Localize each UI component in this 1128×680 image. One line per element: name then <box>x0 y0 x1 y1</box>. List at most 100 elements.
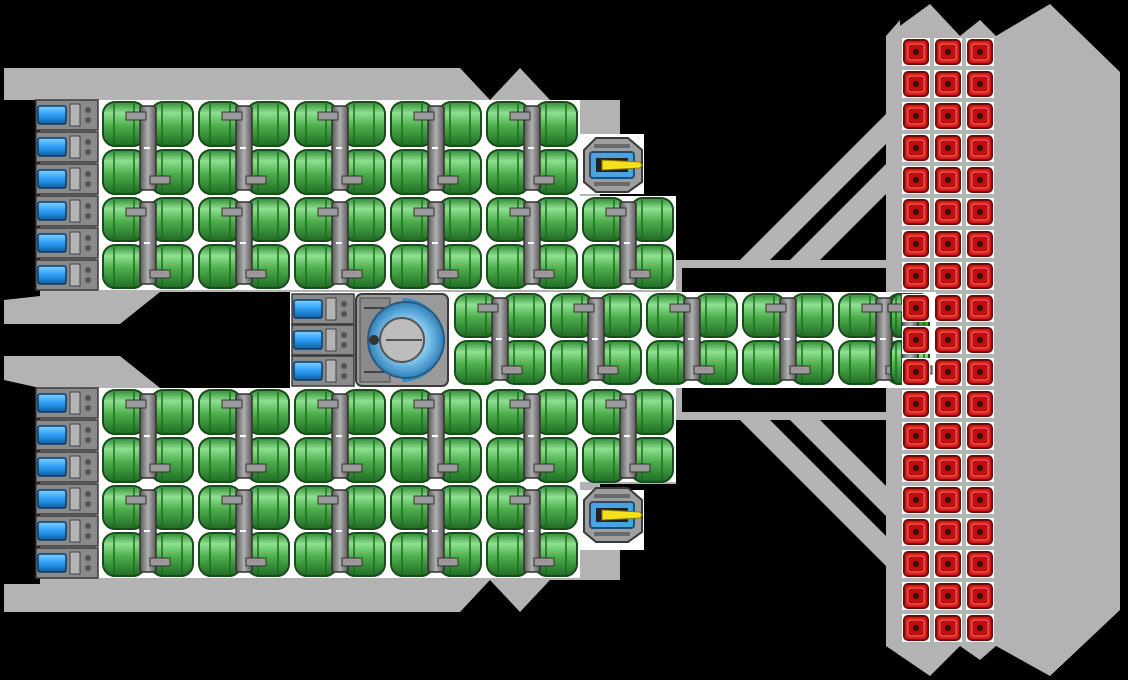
armor-block-icon[interactable] <box>966 134 994 162</box>
armor-block-icon[interactable] <box>966 70 994 98</box>
thruster-icon[interactable] <box>35 387 99 419</box>
thruster-icon[interactable] <box>35 163 99 195</box>
armor-block-icon[interactable] <box>902 326 930 354</box>
armor-block-icon[interactable] <box>966 582 994 610</box>
thruster-icon[interactable] <box>35 419 99 451</box>
fuel-tank-icon[interactable] <box>198 197 290 289</box>
armor-block-icon[interactable] <box>966 230 994 258</box>
fuel-tank-icon[interactable] <box>550 293 642 385</box>
armor-block-icon[interactable] <box>966 166 994 194</box>
fuel-tank-icon[interactable] <box>582 197 674 289</box>
armor-block-icon[interactable] <box>966 326 994 354</box>
armor-block-icon[interactable] <box>966 294 994 322</box>
turret-icon[interactable] <box>583 137 643 193</box>
armor-block-icon[interactable] <box>902 198 930 226</box>
fuel-tank-icon[interactable] <box>294 101 386 195</box>
reactor-core-icon[interactable] <box>355 293 449 387</box>
fuel-tank-icon[interactable] <box>198 101 290 195</box>
thruster-icon[interactable] <box>291 293 355 325</box>
fuel-tank-icon[interactable] <box>582 389 674 483</box>
armor-block-icon[interactable] <box>966 550 994 578</box>
thruster-icon[interactable] <box>35 259 99 291</box>
armor-block-icon[interactable] <box>934 390 962 418</box>
armor-block-icon[interactable] <box>966 454 994 482</box>
armor-block-icon[interactable] <box>902 262 930 290</box>
armor-block-icon[interactable] <box>934 518 962 546</box>
armor-block-icon[interactable] <box>934 134 962 162</box>
armor-block-icon[interactable] <box>966 518 994 546</box>
armor-block-icon[interactable] <box>934 550 962 578</box>
armor-block-icon[interactable] <box>934 38 962 66</box>
thruster-icon[interactable] <box>35 483 99 515</box>
armor-block-icon[interactable] <box>934 262 962 290</box>
fuel-tank-icon[interactable] <box>486 101 578 195</box>
armor-block-icon[interactable] <box>902 582 930 610</box>
fuel-tank-icon[interactable] <box>294 389 386 483</box>
armor-block-icon[interactable] <box>902 358 930 386</box>
armor-block-icon[interactable] <box>934 454 962 482</box>
armor-block-icon[interactable] <box>966 102 994 130</box>
armor-block-icon[interactable] <box>966 358 994 386</box>
fuel-tank-icon[interactable] <box>198 485 290 577</box>
fuel-tank-icon[interactable] <box>198 389 290 483</box>
fuel-tank-icon[interactable] <box>102 197 194 289</box>
armor-block-icon[interactable] <box>966 390 994 418</box>
fuel-tank-icon[interactable] <box>102 485 194 577</box>
thruster-icon[interactable] <box>35 131 99 163</box>
armor-block-icon[interactable] <box>934 582 962 610</box>
thruster-icon[interactable] <box>291 355 355 387</box>
armor-block-icon[interactable] <box>902 390 930 418</box>
armor-block-icon[interactable] <box>934 70 962 98</box>
fuel-tank-icon[interactable] <box>294 485 386 577</box>
armor-block-icon[interactable] <box>902 614 930 642</box>
armor-block-icon[interactable] <box>934 614 962 642</box>
armor-block-icon[interactable] <box>934 486 962 514</box>
armor-block-icon[interactable] <box>902 38 930 66</box>
turret-icon[interactable] <box>583 487 643 543</box>
fuel-tank-icon[interactable] <box>742 293 834 385</box>
armor-block-icon[interactable] <box>966 38 994 66</box>
fuel-tank-icon[interactable] <box>102 389 194 483</box>
armor-block-icon[interactable] <box>966 422 994 450</box>
armor-block-icon[interactable] <box>902 518 930 546</box>
armor-block-icon[interactable] <box>902 294 930 322</box>
thruster-icon[interactable] <box>35 547 99 579</box>
armor-block-icon[interactable] <box>902 422 930 450</box>
thruster-icon[interactable] <box>35 515 99 547</box>
fuel-tank-icon[interactable] <box>102 101 194 195</box>
fuel-tank-icon[interactable] <box>486 485 578 577</box>
thruster-icon[interactable] <box>35 195 99 227</box>
armor-block-icon[interactable] <box>934 230 962 258</box>
armor-block-icon[interactable] <box>934 326 962 354</box>
armor-block-icon[interactable] <box>966 198 994 226</box>
armor-block-icon[interactable] <box>966 614 994 642</box>
thruster-icon[interactable] <box>291 324 355 356</box>
fuel-tank-icon[interactable] <box>390 197 482 289</box>
armor-block-icon[interactable] <box>934 422 962 450</box>
fuel-tank-icon[interactable] <box>646 293 738 385</box>
armor-block-icon[interactable] <box>902 486 930 514</box>
armor-block-icon[interactable] <box>934 294 962 322</box>
armor-block-icon[interactable] <box>902 134 930 162</box>
armor-block-icon[interactable] <box>902 70 930 98</box>
armor-block-icon[interactable] <box>934 102 962 130</box>
armor-block-icon[interactable] <box>902 550 930 578</box>
thruster-icon[interactable] <box>35 99 99 131</box>
fuel-tank-icon[interactable] <box>390 101 482 195</box>
armor-block-icon[interactable] <box>902 102 930 130</box>
armor-block-icon[interactable] <box>902 230 930 258</box>
armor-block-icon[interactable] <box>934 198 962 226</box>
armor-block-icon[interactable] <box>902 166 930 194</box>
fuel-tank-icon[interactable] <box>454 293 546 385</box>
thruster-icon[interactable] <box>35 227 99 259</box>
armor-block-icon[interactable] <box>934 358 962 386</box>
fuel-tank-icon[interactable] <box>390 485 482 577</box>
thruster-icon[interactable] <box>35 451 99 483</box>
armor-block-icon[interactable] <box>902 454 930 482</box>
armor-block-icon[interactable] <box>934 166 962 194</box>
fuel-tank-icon[interactable] <box>390 389 482 483</box>
fuel-tank-icon[interactable] <box>294 197 386 289</box>
fuel-tank-icon[interactable] <box>486 197 578 289</box>
armor-block-icon[interactable] <box>966 262 994 290</box>
armor-block-icon[interactable] <box>966 486 994 514</box>
